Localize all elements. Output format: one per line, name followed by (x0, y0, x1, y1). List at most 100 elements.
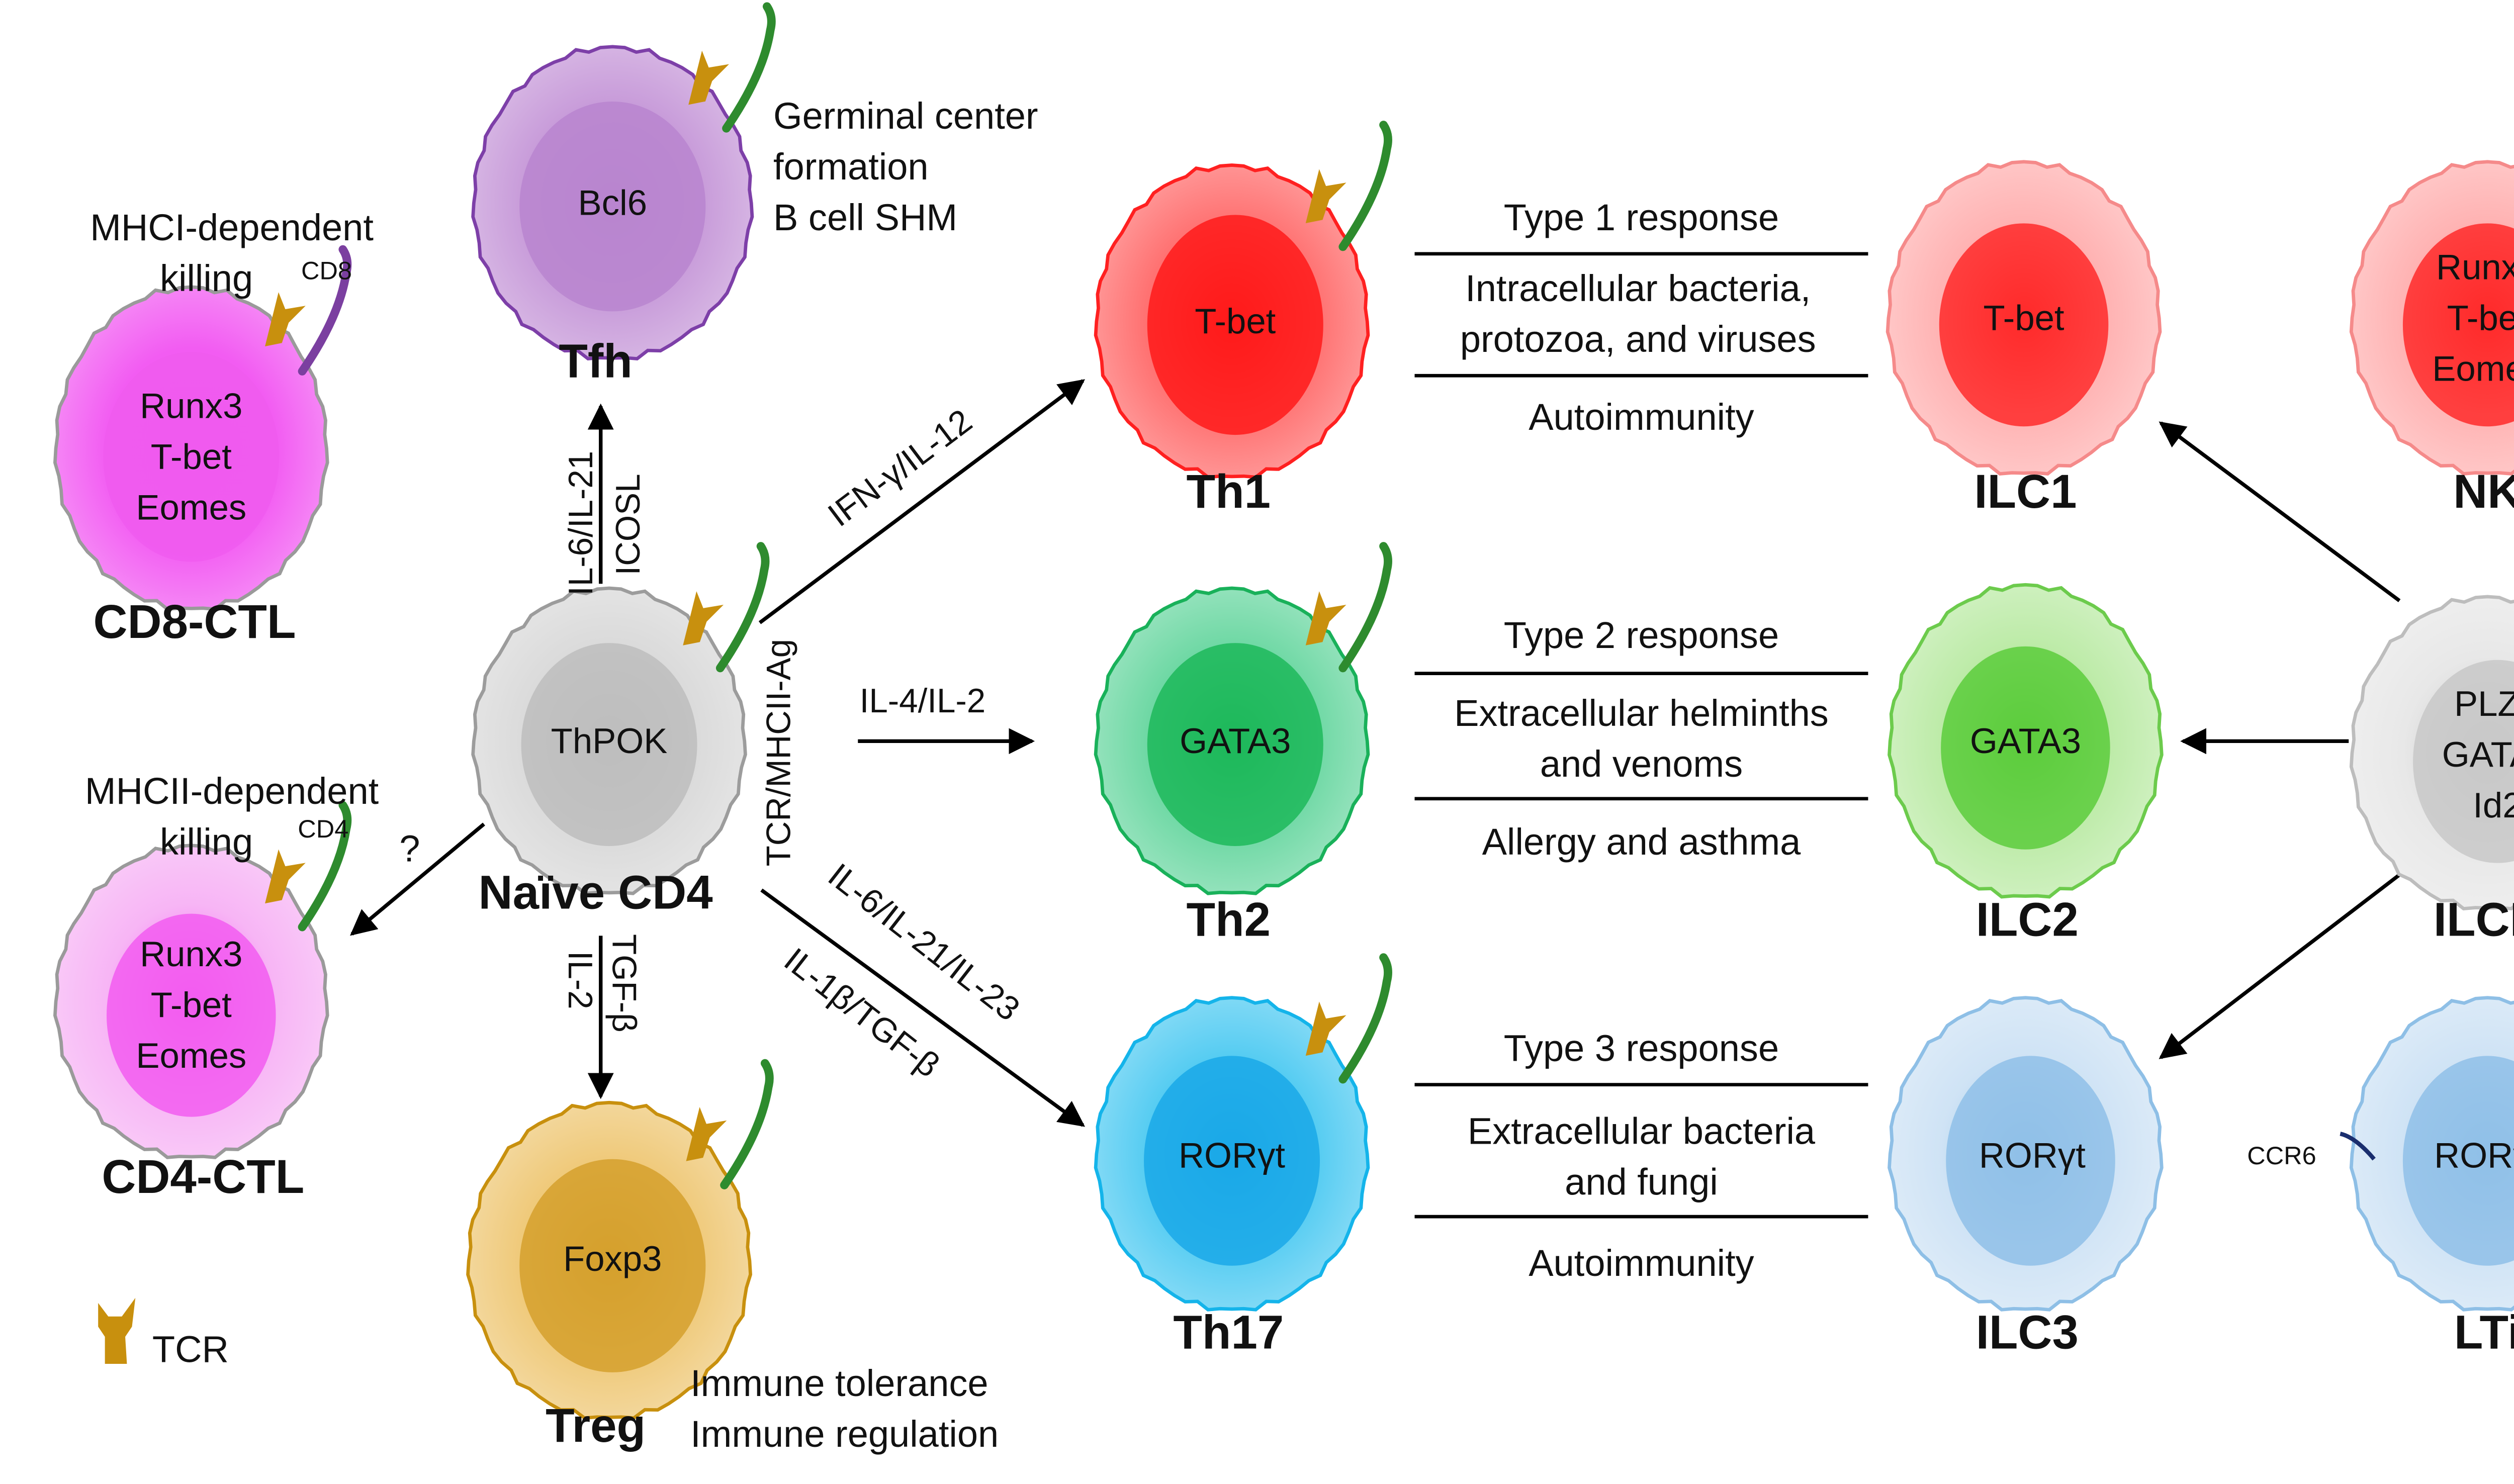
cell-treg (466, 1100, 752, 1420)
label-th17: Th17 (1173, 1306, 1284, 1359)
signal-th1: IFN-γ/IL-12 (821, 402, 979, 534)
label-th2: Th2 (1187, 893, 1271, 946)
cell-nucleus (519, 1159, 706, 1372)
tf-ilc3: RORγt (1979, 1136, 2086, 1175)
label-naive-cd4: Naïve CD4 (479, 866, 713, 919)
response-2-target-2: and venoms (1540, 743, 1743, 785)
tcr-receptor-icon (1305, 169, 1346, 224)
tf-cd8-ctl-2: T-bet (151, 436, 232, 476)
cd4-ctl-uncertain-mark: ? (399, 827, 420, 869)
response-3-pathology: Autoimmunity (1529, 1242, 1754, 1284)
tf-cd4-ctl-2: T-bet (151, 985, 232, 1025)
transcription-factors: Runx3 T-bet Eomes Bcl6 ThPOK Runx3 T-bet… (136, 182, 2514, 1278)
response-2-pathology: Allergy and asthma (1482, 821, 1801, 863)
cell-cd4-ctl (53, 844, 329, 1159)
signal-treg-2: IL-2 (561, 951, 599, 1009)
tf-ilc2: GATA3 (1970, 721, 2081, 761)
signal-activation: TCR/MHCII-Ag (760, 639, 798, 866)
tf-nk-1: Runx3 (2436, 247, 2514, 287)
cell-nucleus (1939, 223, 2109, 427)
cells (53, 45, 2514, 1420)
tf-lti: RORγt (2434, 1136, 2514, 1175)
signal-th2: IL-4/IL-2 (860, 682, 986, 720)
signal-tfh-1: IL-6/IL-21 (562, 451, 600, 596)
response-1-pathology: Autoimmunity (1529, 396, 1754, 438)
label-tfh: Tfh (559, 335, 633, 388)
cd4-coreceptor-icon (715, 542, 770, 673)
cd4-ctl-function-1: MHCII-dependent (85, 770, 379, 812)
cell-nucleus (2402, 1056, 2514, 1266)
response-1-target-1: Intracellular bacteria, (1465, 267, 1811, 309)
response-2-target-1: Extracellular helminths (1454, 692, 1829, 734)
cell-nucleus (2402, 223, 2514, 427)
cell-nucleus (1946, 1056, 2115, 1266)
label-ilcp: ILCP (2434, 893, 2514, 946)
cd4-ctl-function-2: killing (160, 821, 253, 863)
cell-cd8-ctl (53, 285, 329, 611)
label-th1: Th1 (1187, 465, 1271, 518)
tfh-function-3: B cell SHM (773, 197, 957, 238)
cd4-coreceptor-icon (1338, 121, 1392, 251)
cell-th1 (1094, 163, 1370, 479)
cell-nucleus (521, 643, 697, 847)
cd4-coreceptor-icon (722, 2, 776, 133)
legend-tcr-label: TCR (152, 1329, 229, 1370)
arrows (350, 379, 2401, 1127)
tcr-receptor-icon (1305, 1001, 1346, 1056)
cd8-ctl-function-2: killing (160, 257, 253, 299)
label-cd8-ctl: CD8-CTL (94, 595, 296, 648)
tf-cd8-ctl-1: Runx3 (140, 386, 242, 425)
tf-nk-3: Eomes (2432, 348, 2514, 388)
cell-ilc2 (1888, 583, 2164, 899)
treg-function-2: Immune regulation (690, 1413, 999, 1455)
treg-function-1: Immune tolerance (690, 1362, 988, 1404)
cell-nucleus (1147, 643, 1323, 847)
tf-nk-2: T-bet (2447, 298, 2514, 337)
tf-cd4-ctl-1: Runx3 (140, 934, 242, 974)
cd4-coreceptor-icon (1338, 542, 1392, 673)
tfh-function-2: formation (773, 146, 929, 188)
tf-th2: GATA3 (1180, 721, 1291, 761)
cell-th2 (1094, 586, 1370, 895)
cd4-label: CD4 (298, 814, 348, 843)
cd8-ctl-function-1: MHCI-dependent (90, 207, 374, 248)
tfh-function-1: Germinal center (773, 95, 1038, 137)
label-ilc3: ILC3 (1976, 1306, 2079, 1359)
response-3-target-2: and fungi (1565, 1161, 1718, 1202)
tcr-receptor-icon (98, 1297, 136, 1364)
legend: TCR (98, 1297, 229, 1370)
cell-lti (2349, 996, 2514, 1312)
cell-nucleus (103, 352, 280, 562)
cell-nk (2349, 160, 2514, 476)
cell-nucleus (107, 913, 276, 1117)
tf-cd8-ctl-3: Eomes (136, 487, 246, 527)
tf-ilc1: T-bet (1984, 298, 2064, 337)
tf-ilcp-3: Id2 (2473, 785, 2514, 825)
cell-tfh (471, 45, 754, 361)
tf-th17: RORγt (1179, 1136, 1285, 1175)
cd8-label: CD8 (301, 256, 352, 285)
arrow-naive-to-cd4-ctl (350, 822, 485, 936)
response-3-title: Type 3 response (1504, 1027, 1779, 1069)
arrow-ilcp-to-ilc1 (2159, 421, 2401, 602)
label-ilc1: ILC1 (1974, 465, 2077, 518)
response-block-type3: Type 3 response Extracellular bacteria a… (1414, 1027, 1868, 1284)
tf-th1: T-bet (1195, 301, 1276, 341)
cell-nucleus (1147, 215, 1323, 435)
label-cd4-ctl: CD4-CTL (102, 1150, 304, 1203)
response-3-target-1: Extracellular bacteria (1468, 1110, 1816, 1152)
label-nk: NK (2453, 465, 2514, 518)
cd4-coreceptor-icon (298, 801, 352, 932)
tcr-receptor-icon (686, 1106, 727, 1161)
cell-nucleus (2413, 660, 2514, 863)
ccr6-label: CCR6 (2247, 1141, 2316, 1170)
tf-naive: ThPOK (551, 721, 668, 761)
cell-ilc1 (1886, 160, 2162, 476)
cd8-coreceptor-icon (298, 245, 352, 376)
cell-labels: CD8-CTL Tfh Naïve CD4 CD4-CTL Treg Th1 T… (94, 335, 2514, 1452)
cell-th17 (1094, 996, 1370, 1312)
arrow-ilcp-to-ilc3 (2159, 873, 2401, 1059)
arrow-naive-to-th1 (758, 379, 1086, 624)
cell-naive-cd4 (471, 586, 747, 895)
cd4-coreceptor-icon (720, 1059, 774, 1189)
